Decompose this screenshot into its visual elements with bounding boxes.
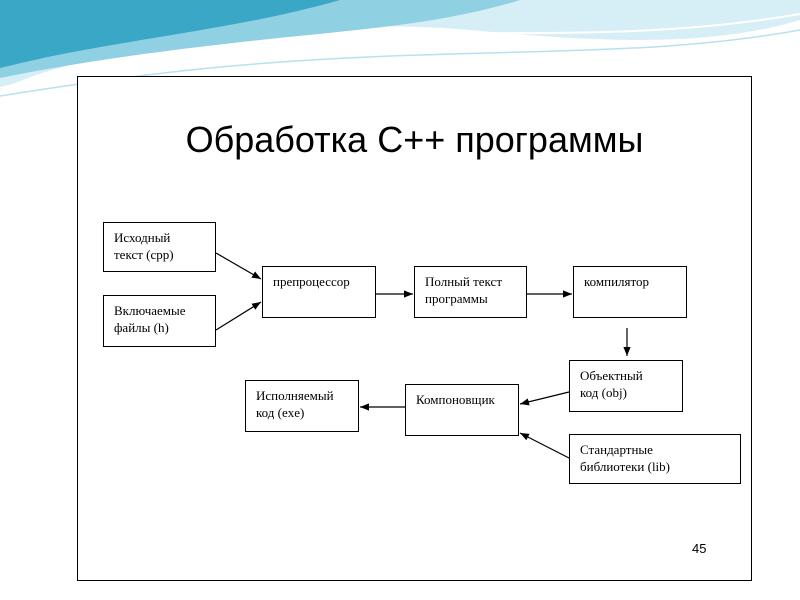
node-full-program-text: Полный текст программы xyxy=(414,266,527,318)
node-executable-code-line1: Исполняемый xyxy=(256,388,334,403)
page-number: 45 xyxy=(692,541,707,556)
node-executable-code-line2: код (exe) xyxy=(256,405,305,420)
node-include-files-line1: Включаемые xyxy=(114,303,186,318)
slide-title: Обработка C++ программы xyxy=(185,119,644,160)
node-linker-label: Компоновщик xyxy=(416,392,495,407)
node-compiler: компилятор xyxy=(573,266,687,318)
node-standard-libraries-line2: библиотеки (lib) xyxy=(580,459,670,474)
node-source-text: Исходный текст (cpp) xyxy=(103,222,216,272)
node-object-code-line1: Объектный xyxy=(580,368,643,383)
node-full-program-text-line2: программы xyxy=(425,291,488,306)
node-source-text-line2: текст (cpp) xyxy=(114,247,174,262)
node-object-code: Объектный код (obj) xyxy=(569,360,683,412)
header-wave-decoration xyxy=(0,0,800,97)
node-standard-libraries-line1: Стандартные xyxy=(580,442,653,457)
node-preprocessor: препроцессор xyxy=(262,266,376,318)
node-full-program-text-line1: Полный текст xyxy=(425,274,502,289)
node-standard-libraries: Стандартные библиотеки (lib) xyxy=(569,434,741,484)
node-include-files-line2: файлы (h) xyxy=(114,320,169,335)
node-object-code-line2: код (obj) xyxy=(580,385,627,400)
node-include-files: Включаемые файлы (h) xyxy=(103,295,216,347)
node-preprocessor-label: препроцессор xyxy=(273,274,350,289)
node-compiler-label: компилятор xyxy=(584,274,650,289)
node-source-text-line1: Исходный xyxy=(114,230,171,245)
node-linker: Компоновщик xyxy=(405,384,519,436)
node-executable-code: Исполняемый код (exe) xyxy=(245,380,359,432)
